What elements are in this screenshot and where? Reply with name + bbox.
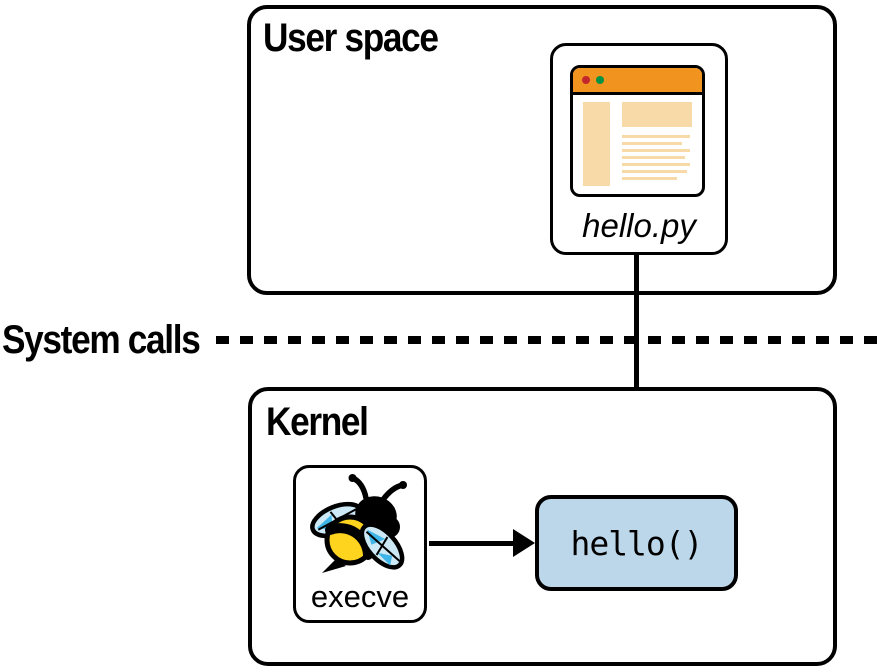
browser-text-line (622, 149, 690, 152)
browser-text-line (622, 170, 687, 173)
browser-hero-block (622, 102, 692, 127)
browser-text-line (622, 156, 685, 159)
system-calls-label: System calls (2, 318, 201, 362)
arrow-right-line (429, 541, 516, 546)
red-dot-icon (582, 76, 590, 84)
execve-label: execve (310, 579, 410, 614)
browser-content (573, 95, 702, 193)
arrow-down-line (634, 253, 639, 472)
browser-text-line (622, 177, 677, 180)
browser-text-line (622, 142, 682, 145)
kernel-label: Kernel (266, 400, 369, 444)
browser-text-line (622, 163, 690, 166)
hello-fn-label: hello() (570, 523, 703, 563)
browser-sidebar-block (583, 102, 610, 186)
hello-py-label: hello.py (582, 207, 696, 244)
arrow-right-icon (513, 529, 535, 557)
ebpf-bee-icon (310, 474, 407, 573)
browser-titlebar (573, 68, 702, 95)
user-space-label: User space (263, 16, 439, 60)
user-space-box (247, 5, 837, 295)
hello-fn-box: hello() (535, 495, 738, 591)
browser-text-line (622, 135, 690, 138)
system-calls-dashed-line (216, 336, 879, 344)
browser-window-icon (570, 65, 705, 197)
execve-box: execve (293, 465, 427, 623)
green-dot-icon (596, 76, 604, 84)
